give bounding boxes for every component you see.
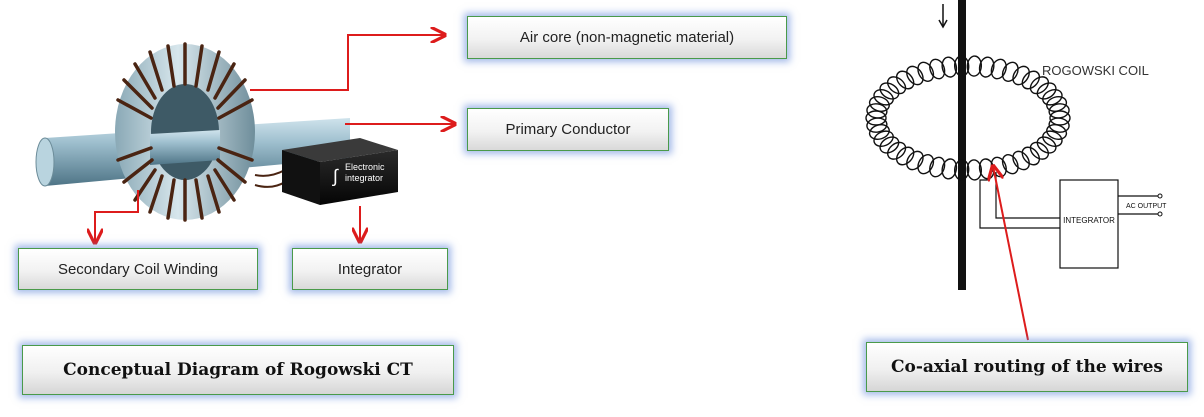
coil-turn [1036,82,1057,100]
coil-turn [917,154,935,175]
integrator-box-text-2: integrator [345,173,383,183]
arrow-secondary-coil [95,190,139,243]
label-secondary-coil: Secondary Coil Winding [18,248,258,290]
coil-turn [990,156,1007,178]
coil-turn [1049,110,1071,126]
svg-text:∫: ∫ [331,166,339,186]
integrator-box-text-1: Electronic [345,162,385,172]
coil-turn [1046,96,1068,112]
coil-turn [868,96,890,112]
coil-turn [966,159,983,181]
label-integrator-text: Integrator [337,260,403,278]
coil-turn [929,156,946,178]
arrow-coaxial-routing [993,166,1029,341]
label-primary-conductor-text: Primary Conductor [505,121,631,138]
left-arrows [95,35,455,243]
rogowski-coil-label: ROGOWSKI COIL [1042,63,1149,78]
integrator-block [1059,179,1119,269]
coil-turn [1046,124,1068,140]
coil-turn [866,103,888,119]
coil-turn [906,150,924,171]
coil-turn [966,55,983,77]
rogowski-coil-drawing: INTEGRATOR AC OUTPUT ROGOWSKI COIL [865,0,1167,290]
coil-turn [941,56,958,78]
coil-turn [1021,146,1041,166]
coil-turn [1021,70,1041,90]
caption-right: Co-axial routing of the wires [866,342,1188,392]
coil-turn [1012,150,1030,171]
ac-output-label: AC OUTPUT [1126,203,1167,210]
coil-wiring [979,172,1158,229]
coil-turn [1036,136,1057,154]
coil-turn [873,130,894,147]
coil-turn [929,58,946,80]
coil-turn [1001,61,1019,82]
coil-turn [1042,130,1063,147]
coil-turn [1029,76,1050,95]
label-integrator: Integrator [292,248,448,290]
label-air-core-text: Air core (non-magnetic material) [519,29,735,46]
label-air-core: Air core (non-magnetic material) [467,16,787,59]
arrow-air-core [250,35,445,91]
coil-turn [873,89,894,106]
coil-turn [917,61,935,82]
coil-turn [886,141,907,160]
coil-turn [1048,103,1070,119]
rogowski-ct-illustration: ∫ Electronic integrator [35,42,398,222]
coil-turn [953,55,970,77]
coil-turn [953,159,970,181]
coil-turn [886,76,907,95]
caption-right-text: Co-axial routing of the wires [890,357,1163,377]
coil-turn [1001,154,1019,175]
coil-turn [895,146,915,166]
coil-turn [1029,141,1050,160]
coil-turn [990,58,1007,80]
coil-turn [978,56,995,78]
caption-left-text: Conceptual Diagram of Rogowski CT [63,360,413,380]
coil-helix [865,55,1071,181]
coil-turn [1042,89,1063,106]
coil-turn [879,136,900,154]
coil-turn [906,65,924,86]
label-primary-conductor: Primary Conductor [467,108,669,151]
coil-turn [941,158,958,180]
coil-turn [865,110,887,126]
caption-left: Conceptual Diagram of Rogowski CT [22,345,454,395]
coil-turn [1012,65,1030,86]
coil-turn [879,82,900,100]
integrator-block-label: INTEGRATOR [1063,216,1115,225]
label-secondary-coil-text: Secondary Coil Winding [57,260,219,278]
coil-turn [895,70,915,90]
